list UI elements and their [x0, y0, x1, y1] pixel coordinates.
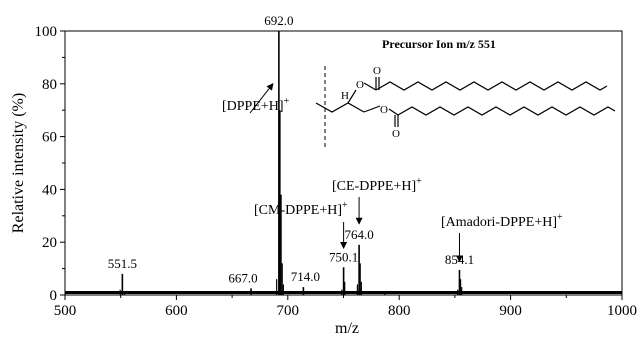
annotation-label: [CE-DPPE+H]+	[332, 176, 422, 194]
acyl-chain-2	[397, 106, 616, 116]
inset-title: Precursor Ion m/z 551	[382, 37, 496, 51]
annotation-3: [Amadori-DPPE+H]+	[441, 212, 563, 263]
y-tick-label: 100	[35, 24, 58, 40]
x-tick-label: 1000	[607, 303, 637, 319]
annotation-2: [CE-DPPE+H]+	[332, 176, 422, 225]
x-axis-title: m/z	[335, 320, 359, 337]
ester1-bond	[363, 82, 377, 91]
ticks: 500 600 700 800 900 1000 0 20 40 60 80 100	[35, 24, 638, 319]
annotation-superscript: +	[416, 176, 422, 187]
peak-label-714.0: 714.0	[291, 269, 320, 284]
x-tick-label: 500	[54, 303, 77, 319]
x-tick-label: 800	[388, 303, 411, 319]
annotation-superscript: +	[284, 96, 290, 107]
backbone-bond	[347, 89, 357, 104]
backbone-bond	[315, 102, 365, 113]
ester2-bond	[388, 108, 399, 116]
annotations: [DPPE+H]+ [CM-DPPE+H]+ [CE-DPPE+H]+ [Amador…	[222, 83, 563, 263]
y-tick-label: 0	[50, 288, 58, 304]
peaks	[119, 31, 463, 295]
y-tick-label: 80	[42, 77, 57, 93]
annotation-arrow	[249, 83, 274, 114]
x-tick-label: 700	[277, 303, 300, 319]
peak-label-692.0: 692.0	[264, 13, 293, 28]
atom-o-ester1: O	[356, 79, 364, 91]
y-tick-label: 20	[42, 235, 57, 251]
ch2-bond	[363, 105, 381, 113]
precursor-structure-inset: Precursor Ion m/z 551 H O O O O	[315, 37, 616, 150]
peak-label-764.0: 764.0	[344, 227, 373, 242]
y-tick-label: 40	[42, 182, 57, 198]
atom-o-ester2: O	[380, 104, 388, 116]
annotation-label: [Amadori-DPPE+H]+	[441, 212, 563, 230]
annotation-superscript: +	[557, 212, 563, 223]
peak-label-551.5: 551.5	[108, 256, 137, 271]
y-axis-title: Relative intensity (%)	[10, 93, 27, 233]
annotation-1: [CM-DPPE+H]+	[254, 200, 348, 250]
annotation-label: [CM-DPPE+H]+	[254, 200, 348, 218]
acyl-chain-1	[375, 81, 608, 91]
y-tick-label: 60	[42, 130, 57, 146]
peak-label-750.1: 750.1	[329, 249, 358, 264]
atom-o-carbonyl2: O	[392, 128, 400, 140]
atom-h: H	[341, 90, 349, 102]
atom-o-carbonyl1: O	[373, 65, 381, 77]
peak-label-667.0: 667.0	[228, 270, 257, 285]
annotation-superscript: +	[342, 200, 348, 211]
x-tick-label: 600	[165, 303, 188, 319]
annotation-0: [DPPE+H]+	[222, 83, 290, 114]
x-tick-label: 900	[499, 303, 522, 319]
